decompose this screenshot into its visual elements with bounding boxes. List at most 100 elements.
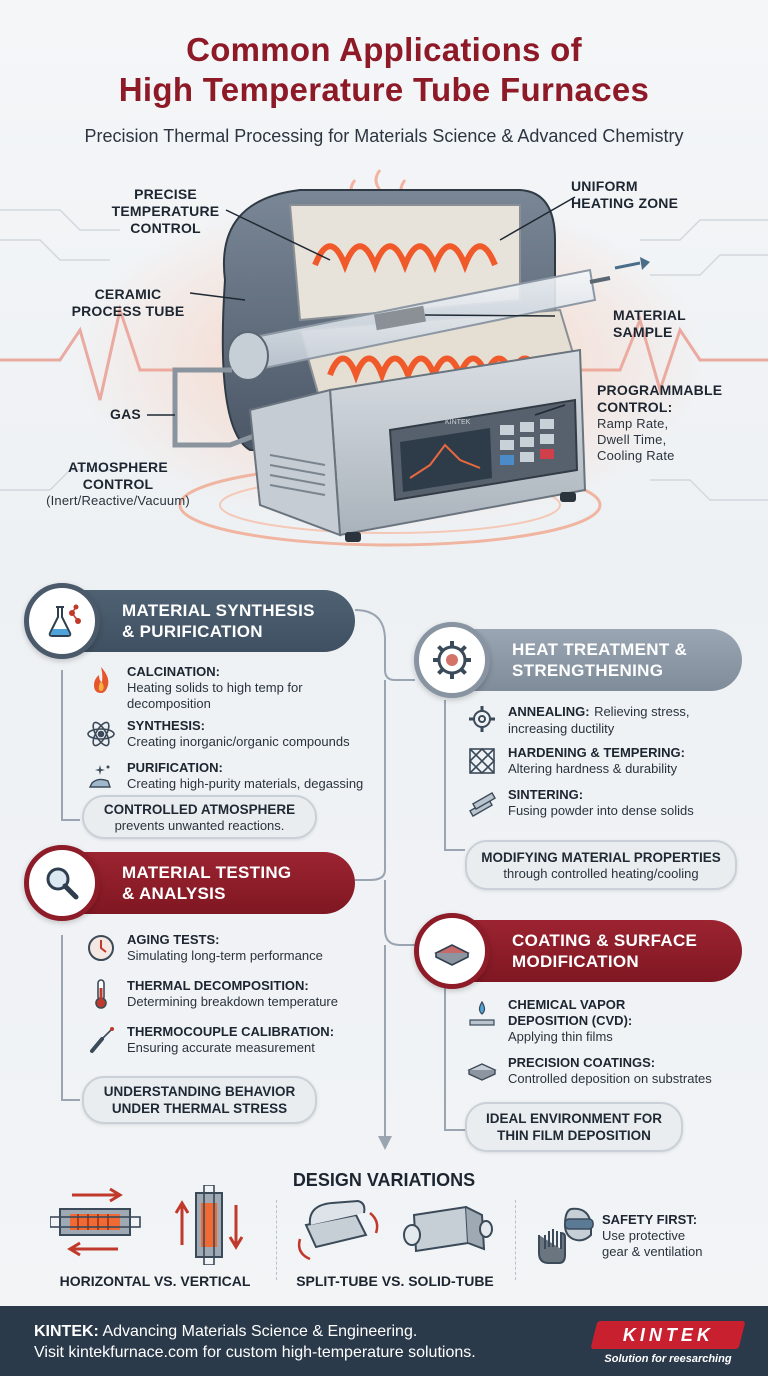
callout-gas: GAS (110, 406, 141, 422)
item-desc: decomposition (127, 696, 211, 711)
magnifier-icon (46, 867, 79, 900)
item-title: PRECISION COATINGS: (508, 1055, 656, 1070)
item-title: CALCINATION: (127, 664, 220, 679)
solid-tube-furnace-icon (403, 1205, 493, 1253)
callout-material-sample: MATERIAL SAMPLE (613, 307, 713, 341)
safety-note: SAFETY FIRST: Use protective gear & vent… (602, 1212, 752, 1260)
callout-sub-line: (Inert/Reactive/Vacuum) (46, 493, 190, 508)
list-item: PURIFICATION: Creating high-purity mater… (85, 760, 385, 800)
furnace-feet (345, 492, 576, 542)
section-title-line: & PURIFICATION (122, 622, 263, 641)
connector (61, 670, 80, 821)
flask-icon (48, 604, 81, 637)
thermometer-icon (85, 978, 117, 1010)
item-desc: Altering hardness & durability (508, 761, 678, 776)
vertical-furnace-icon (174, 1185, 244, 1265)
summary-title: MODIFYING MATERIAL PROPERTIES (481, 849, 721, 865)
divider (515, 1200, 516, 1280)
connector (444, 970, 465, 1131)
item-desc: Simulating long-term performance (127, 948, 323, 963)
connector (444, 700, 465, 851)
section-title-line: & ANALYSIS (122, 884, 226, 903)
horizontal-furnace-icon (50, 1187, 141, 1257)
callout-line: CONTROL (82, 476, 154, 492)
heat-item-list: ANNEALING: Relieving stress, increasing … (466, 703, 756, 827)
synthesis-item-list: CALCINATION: Heating solids to high temp… (85, 664, 385, 800)
upper-heating-coil (312, 243, 498, 274)
furnace-illustration: KINTEK (0, 169, 768, 547)
item-title: THERMAL DECOMPOSITION: (127, 978, 309, 993)
callout-programmable-control: PROGRAMMABLE CONTROL: Ramp Rate, Dwell T… (597, 382, 747, 464)
safety-desc: Use protective (602, 1228, 686, 1243)
callout-atmosphere-control: ATMOSPHERE CONTROL (Inert/Reactive/Vacuu… (38, 459, 198, 509)
section-title-line: MATERIAL SYNTHESIS (122, 601, 315, 620)
horizontal-vertical-illustration (50, 1185, 244, 1265)
item-desc: Creating inorganic/organic compounds (127, 734, 350, 749)
callout-sub-line: Ramp Rate, (597, 416, 669, 431)
item-desc: Creating high-purity materials, degassin… (127, 776, 364, 791)
list-item: SINTERING: Fusing powder into dense soli… (466, 787, 756, 827)
footer-brand: KINTEK: (34, 1323, 99, 1340)
item-desc: Heating solids to high temp for (127, 680, 303, 695)
item-title: ANNEALING: (508, 704, 590, 719)
circuit-lines (0, 209, 768, 501)
coating-layer-icon (466, 1055, 498, 1087)
safety-title: SAFETY FIRST: (602, 1212, 698, 1227)
list-item: CALCINATION: Heating solids to high temp… (85, 664, 385, 714)
section-title-line: COATING & SURFACE (512, 931, 698, 950)
summary-title: THIN FILM DEPOSITION (497, 1128, 651, 1143)
page-title: Common Applications of High Temperature … (0, 30, 768, 110)
connector (354, 609, 415, 681)
summary-title: UNDER THERMAL STRESS (111, 1101, 288, 1116)
gear-badge (414, 622, 490, 698)
callout-line: SAMPLE (613, 324, 673, 340)
leader-lines (147, 196, 576, 416)
right-valve (589, 276, 611, 284)
callout-line: CERAMIC (94, 286, 162, 302)
clock-icon (85, 932, 117, 964)
divider (276, 1200, 277, 1280)
item-title: HARDENING & TEMPERING: (508, 745, 685, 760)
callout-sub-line: Cooling Rate (597, 448, 675, 463)
vent-slots (269, 454, 326, 496)
connector (61, 935, 80, 1101)
logo-tagline: Solution for reesarching (604, 1353, 732, 1365)
section-title-line: STRENGTHENING (512, 661, 664, 680)
panel-brand: KINTEK (445, 419, 471, 426)
connector (384, 880, 415, 946)
callout-line: PROGRAMMABLE (597, 382, 723, 398)
item-title: SINTERING: (508, 787, 584, 802)
magnifier-badge (24, 845, 100, 921)
list-item: THERMOCOUPLE CALIBRATION: Ensuring accur… (85, 1024, 385, 1066)
design-variations-title: DESIGN VARIATIONS (292, 1170, 476, 1190)
split-tube-furnace-icon (297, 1199, 379, 1261)
footer-tagline: KINTEK: Advancing Materials Science & En… (34, 1322, 574, 1342)
split-solid-label: SPLIT-TUBE VS. SOLID-TUBE (296, 1273, 494, 1289)
cabinet-side (248, 388, 342, 537)
item-title: DEPOSITION (CVD): (508, 1013, 633, 1028)
callout-precise-temperature: PRECISE TEMPERATURE CONTROL (108, 186, 223, 237)
kintek-logo: KINTEK (590, 1321, 746, 1349)
footer-line1: Advancing Materials Science & Engineerin… (98, 1323, 418, 1340)
keypad (500, 419, 554, 465)
lattice-icon (466, 745, 498, 777)
list-item: THERMAL DECOMPOSITION: Determining break… (85, 978, 385, 1020)
callout-line: PRECISE (134, 186, 197, 202)
footer-visit-line: Visit kintekfurnace.com for custom high-… (34, 1344, 476, 1361)
outflow-arrowhead (640, 257, 650, 270)
summary-title: UNDERSTANDING BEHAVIOR (103, 1084, 296, 1099)
synthesis-summary: CONTROLLED ATMOSPHERE prevents unwanted … (82, 795, 317, 839)
summary-title: CONTROLLED ATMOSPHERE (103, 801, 296, 817)
callout-line: MATERIAL (613, 307, 686, 323)
summary-title: IDEAL ENVIRONMENT FOR (485, 1111, 662, 1126)
coating-summary: IDEAL ENVIRONMENT FOR THIN FILM DEPOSITI… (465, 1102, 683, 1152)
callout-sub-line: Dwell Time, (597, 432, 667, 447)
sparkle-dropper-icon (85, 760, 117, 792)
item-desc: Ensuring accurate measurement (127, 1040, 315, 1055)
list-item: CHEMICAL VAPOR DEPOSITION (CVD): Applyin… (466, 997, 756, 1051)
substrate-icon (434, 944, 470, 966)
droplet-film-icon (466, 997, 498, 1029)
section-title-line: MATERIAL TESTING (122, 863, 292, 882)
display-screen (400, 428, 492, 492)
atom-icon (85, 718, 117, 750)
